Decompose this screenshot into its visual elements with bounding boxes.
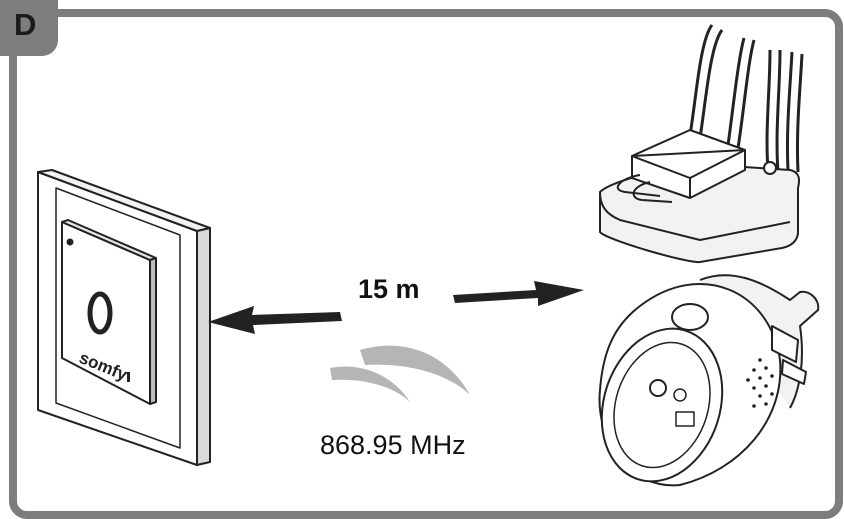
arrow-left — [208, 306, 342, 334]
arrow-right — [453, 281, 584, 306]
wall-switch — [38, 170, 210, 465]
radio-frequency-label: 868.95 MHz — [320, 430, 466, 461]
range-distance-label: 15 m — [358, 274, 420, 305]
plug-receiver — [583, 275, 819, 497]
radio-waves-icon — [330, 346, 470, 402]
micro-receiver — [600, 25, 802, 262]
